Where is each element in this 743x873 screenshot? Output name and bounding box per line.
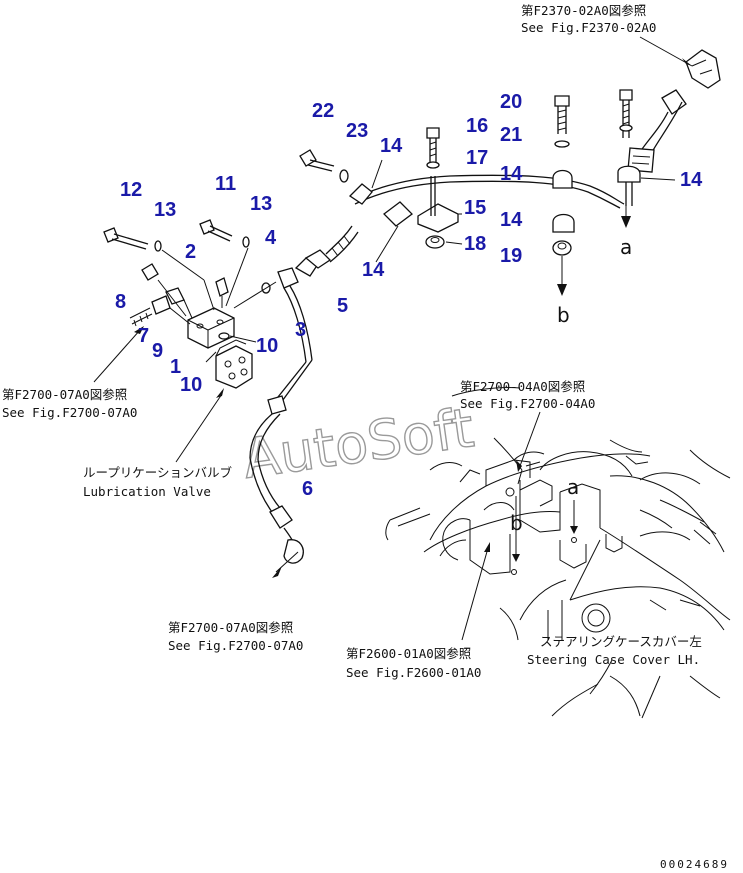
letter-b-detail: b [510,511,523,535]
connection-letters: a b a b [510,235,632,535]
part-number: 14 [680,169,703,191]
part-number: 21 [500,124,522,146]
bracket-assembly-15 [417,127,463,249]
clamps-left-mid [348,159,413,263]
part-number: 1 [170,356,181,378]
hose-5 [294,225,359,277]
valve-block-assembly [93,219,277,463]
transmission-detail-view [385,387,731,719]
ref-f2700-07-bottom-en: See Fig.F2700-07A0 [168,638,303,653]
part-number: 20 [500,91,522,113]
part-number: 3 [295,319,306,341]
drawing-code: 00024689 [660,858,729,871]
letter-b-top: b [557,303,570,327]
ref-f2600-jp: 第F2600-01A0図参照 [346,646,471,661]
part-number: 16 [466,115,488,137]
reference-labels: 第F2370-02A0図参照 See Fig.F2370-02A0 第F2700… [2,3,702,680]
part-number: 10 [180,374,202,396]
part-number: 7 [138,325,149,347]
part-number: 18 [464,233,486,255]
ref-f2700-07-bottom-jp: 第F2700-07A0図参照 [168,620,293,635]
part-number: 8 [115,291,126,313]
ref-lube-en: Lubrication Valve [83,484,211,499]
ref-f2700-04-jp: 第F2700-04A0図参照 [460,379,585,394]
ref-lube-jp: ループリケーションバルブ [83,465,233,480]
part-number: 5 [337,295,348,317]
part-number: 13 [154,199,176,221]
ref-f2370-en: See Fig.F2370-02A0 [521,20,656,35]
bolt-22-washer-23 [299,149,349,183]
part-number: 22 [312,100,334,122]
ref-f2700-07-left-jp: 第F2700-07A0図参照 [2,387,127,402]
part-number: 2 [185,241,196,263]
part-number: 14 [380,135,403,157]
ref-f2370-jp: 第F2370-02A0図参照 [521,3,646,18]
part-number: 11 [215,173,236,195]
part-number: 6 [302,478,313,500]
part-number: 23 [346,120,368,142]
part-number: 14 [362,259,385,281]
fitting-3-tube-6 [249,267,313,578]
top-right-hose-assembly [619,36,721,173]
clamp-stack-right [552,95,575,296]
part-number: 14 [500,163,523,185]
part-number: 10 [256,335,278,357]
rear-tube [354,174,633,228]
part-number: 13 [250,193,272,215]
part-number: 4 [265,227,277,249]
part-number: 15 [464,197,486,219]
ref-f2700-07-left-en: See Fig.F2700-07A0 [2,405,137,420]
part-number: 14 [500,209,523,231]
letter-a-detail: a [567,475,579,499]
part-number: 17 [466,147,488,169]
ref-f2700-04-en: See Fig.F2700-04A0 [460,396,595,411]
part-number: 12 [120,179,142,201]
letter-a-top: a [620,235,632,259]
ref-f2600-en: See Fig.F2600-01A0 [346,665,481,680]
clamp-top-right [617,165,676,183]
part-number: 9 [152,340,163,362]
ref-steering-jp: ステアリングケースカバー左 [540,634,702,649]
part-numbers: 1 2 3 4 5 6 7 8 9 10 10 11 12 13 13 14 1… [115,91,703,500]
part-number: 19 [500,245,522,267]
ref-steering-en: Steering Case Cover LH. [527,652,700,667]
